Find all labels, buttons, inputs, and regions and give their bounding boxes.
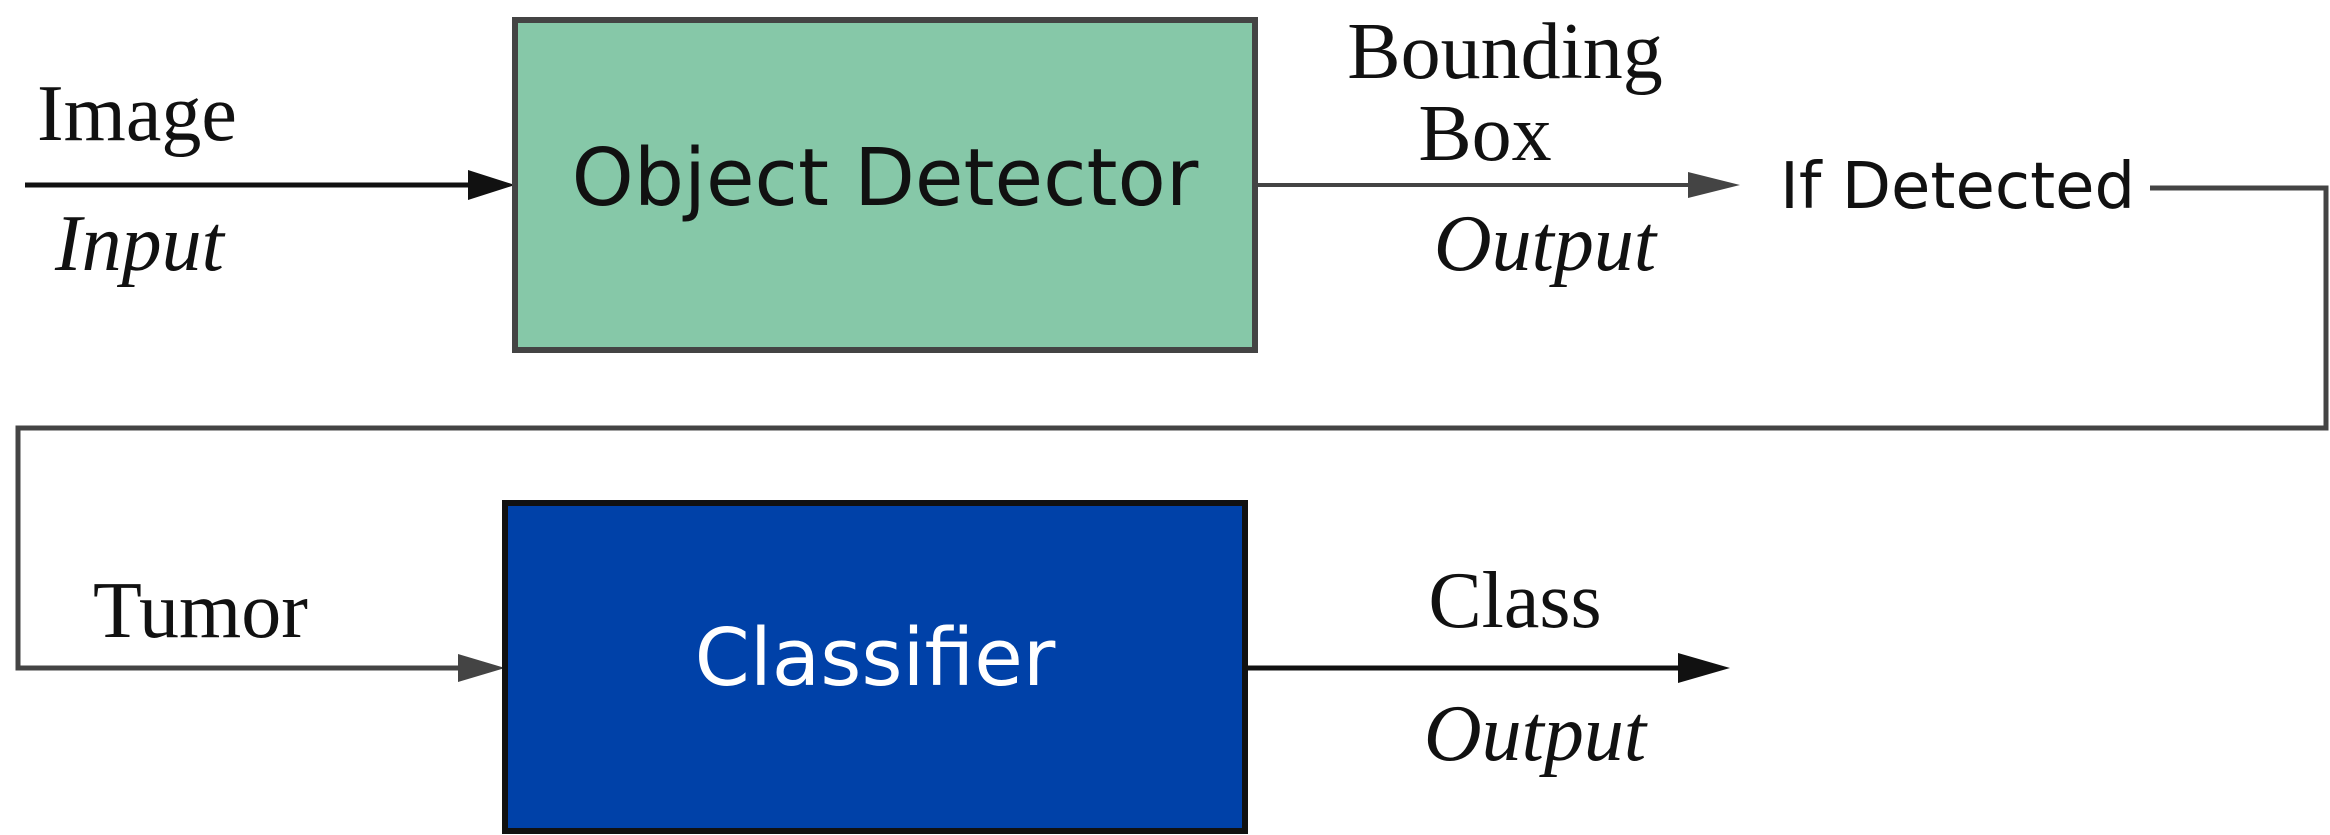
classifier-label: Classifier xyxy=(695,612,1056,704)
class-label: Class xyxy=(1428,557,1601,645)
object-detector-label: Object Detector xyxy=(572,132,1199,224)
input-arrow xyxy=(25,170,515,200)
detector-output-arrow xyxy=(1255,172,1740,198)
bounding-label: Bounding xyxy=(1347,8,1663,96)
input-label: Image xyxy=(37,70,237,158)
classifier-output-sublabel: Output xyxy=(1424,690,1648,778)
detector-output-sublabel: Output xyxy=(1434,200,1658,288)
classifier-rect xyxy=(502,500,1248,834)
object-detector-box: Object Detector xyxy=(512,17,1258,353)
box-label: Box xyxy=(1418,90,1551,178)
if-detected-label: If Detected xyxy=(1780,150,2135,224)
input-sublabel: Input xyxy=(54,200,226,288)
classifier-box: Classifier xyxy=(502,500,1248,834)
tumor-label: Tumor xyxy=(93,567,308,655)
classifier-output-arrow xyxy=(1245,653,1730,683)
connector-path xyxy=(15,185,2329,682)
